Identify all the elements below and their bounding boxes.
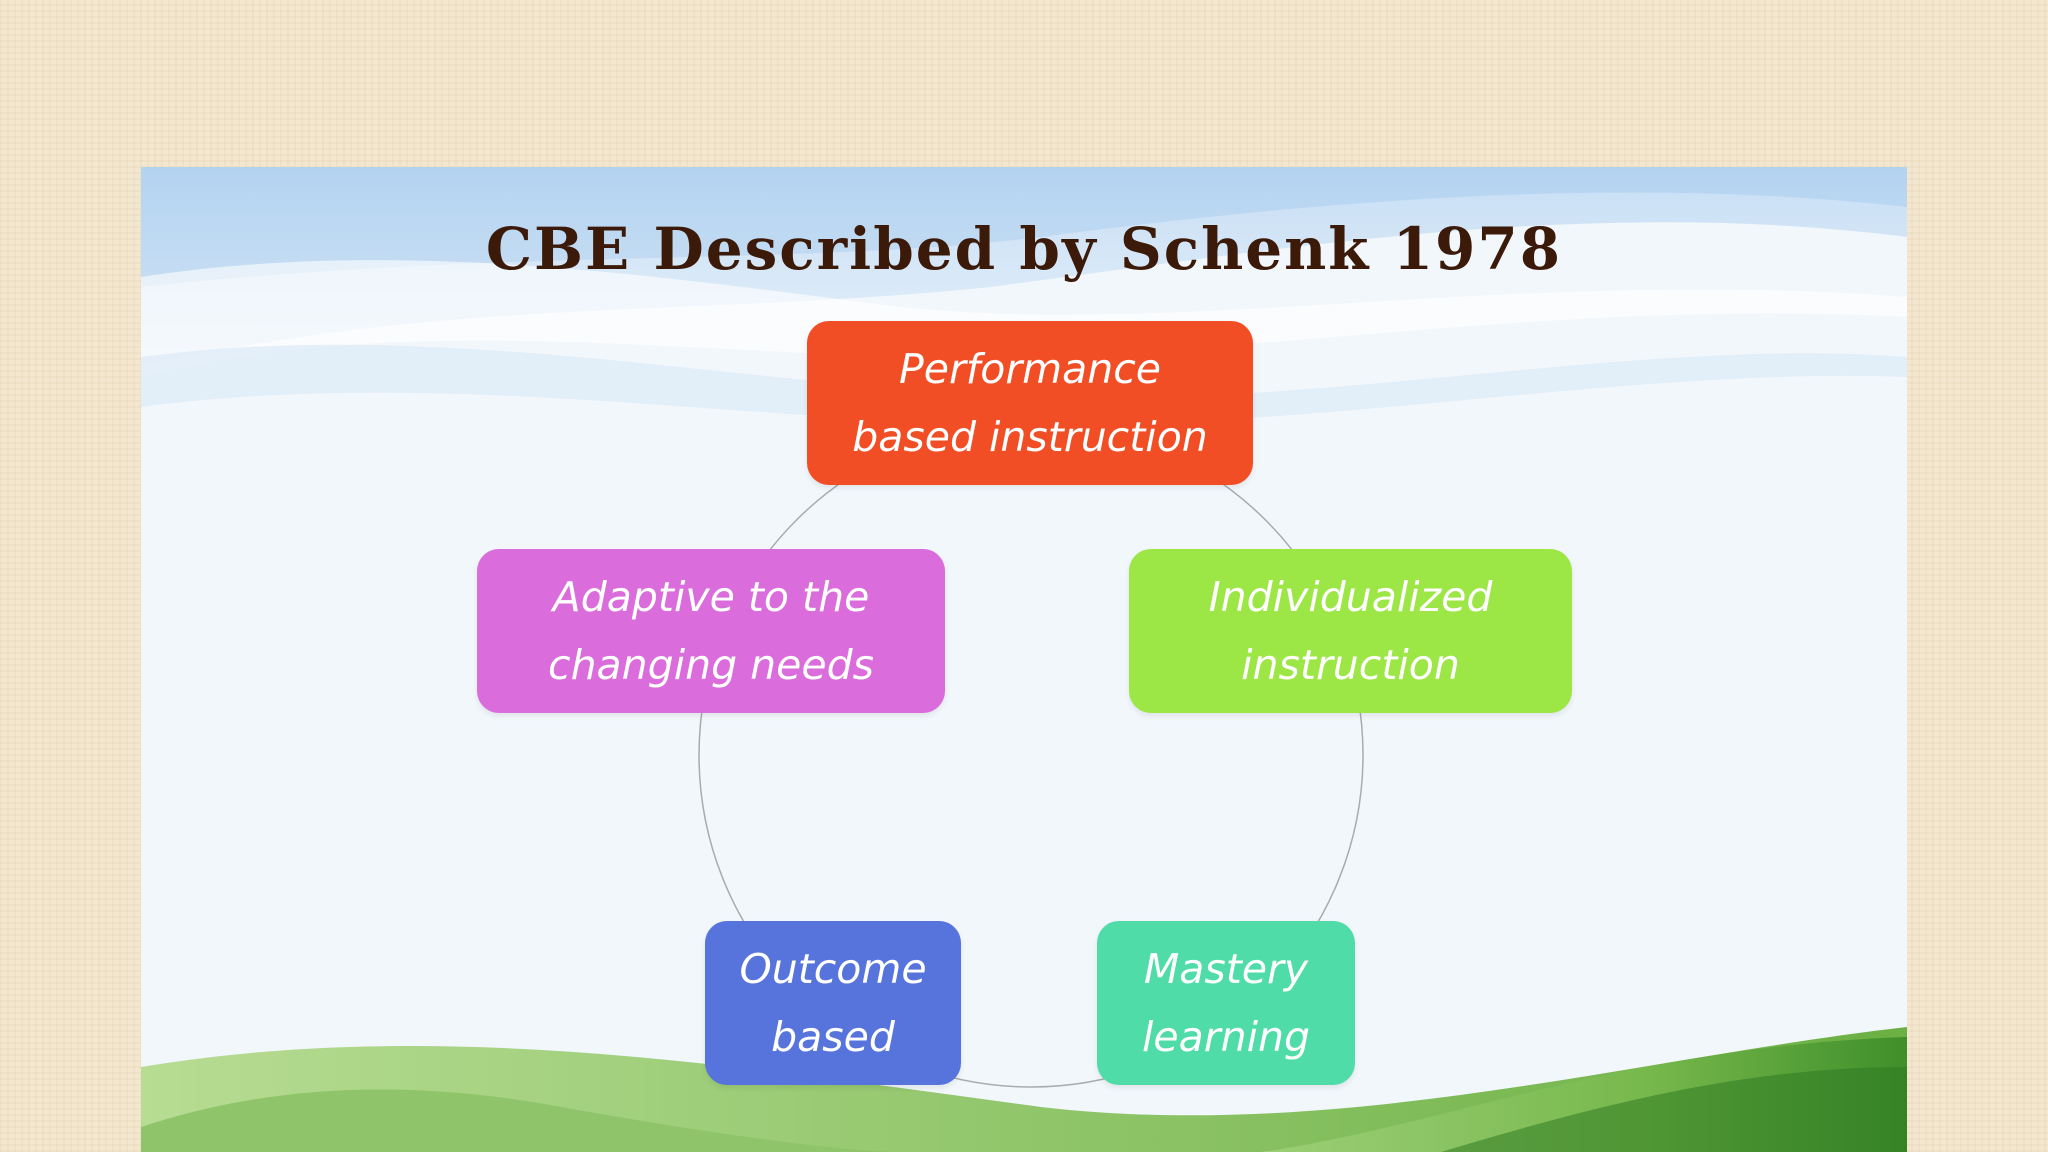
top-wave-light [141,260,1907,377]
node-label: Performance based instruction [852,345,1208,461]
node-performance-based-instruction: Performance based instruction [807,321,1253,485]
node-adaptive-to-changing-needs: Adaptive to the changing needs [477,549,945,713]
top-wave-streak [141,344,1907,426]
slide-background [141,167,1907,1152]
node-label: Individualized instruction [1208,573,1493,689]
node-individualized-instruction: Individualized instruction [1129,549,1572,713]
bottom-hill-streak [1441,1067,1907,1152]
slide: CBE Described by Schenk 1978 Performance… [141,167,1907,1152]
top-wave-mid [141,167,1907,367]
slide-title: CBE Described by Schenk 1978 [485,215,1563,283]
node-label: Adaptive to the changing needs [548,573,874,689]
node-label: Outcome based [739,945,927,1061]
node-mastery-learning: Mastery learning [1097,921,1355,1085]
node-label: Mastery learning [1142,945,1310,1061]
bottom-hill-front-left [141,1089,901,1152]
node-outcome-based: Outcome based [705,921,961,1085]
